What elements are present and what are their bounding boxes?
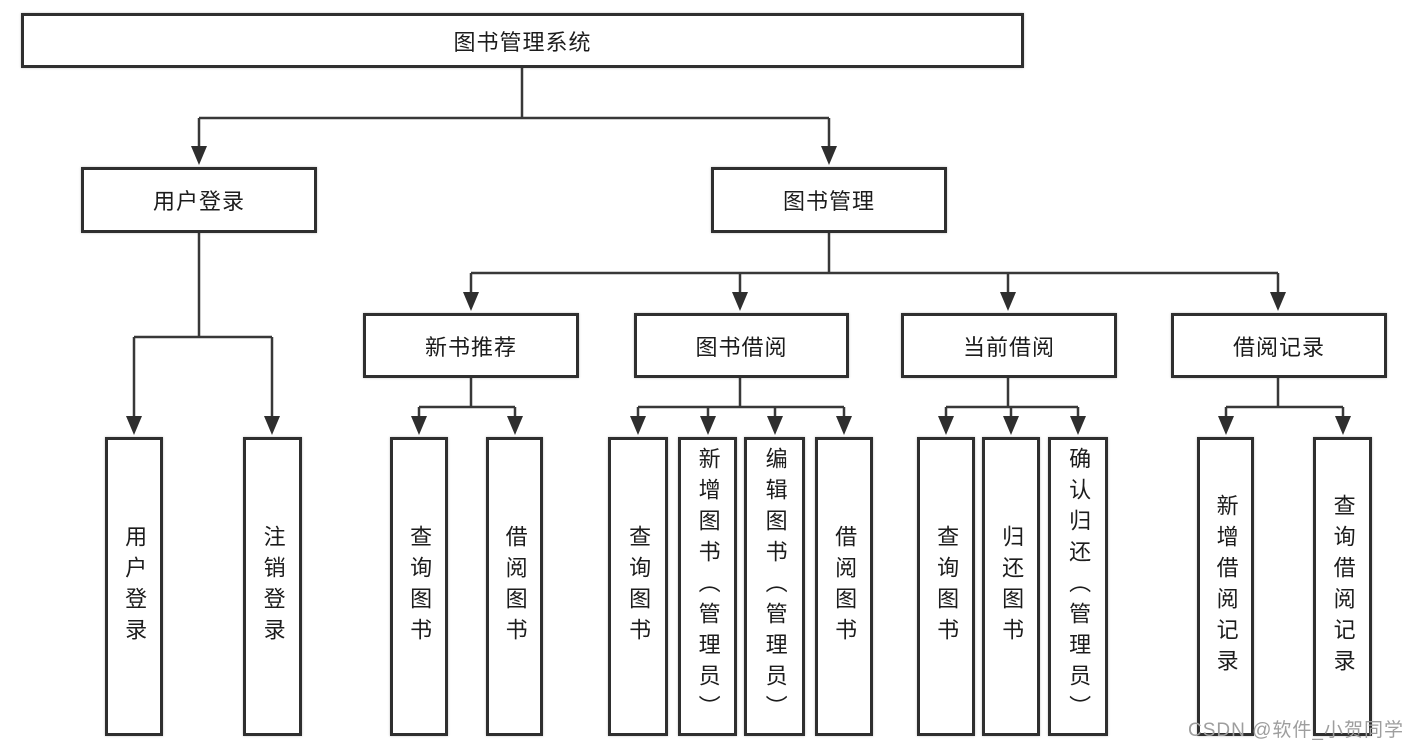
leaf-label: 查询图书 bbox=[626, 524, 652, 649]
leaf-borrow-books-recommend: 借阅图书 bbox=[486, 437, 543, 736]
arrow-down-icon bbox=[411, 416, 427, 435]
node-label: 图书管理系统 bbox=[453, 29, 592, 55]
node-current-borrowing: 当前借阅 bbox=[901, 313, 1117, 378]
arrow-down-icon bbox=[1003, 416, 1019, 435]
arrow-down-icon bbox=[1218, 416, 1234, 435]
node-book-management: 图书管理 bbox=[711, 167, 947, 233]
leaf-label: 查询图书 bbox=[934, 524, 960, 649]
node-user-login: 用户登录 bbox=[81, 167, 317, 233]
leaf-label: 查询借阅记录 bbox=[1330, 493, 1356, 680]
arrow-down-icon bbox=[1070, 416, 1086, 435]
leaf-query-books-recommend: 查询图书 bbox=[390, 437, 448, 736]
leaf-label: 用户登录 bbox=[122, 524, 148, 649]
arrow-down-icon bbox=[700, 416, 716, 435]
node-borrowing-records: 借阅记录 bbox=[1171, 313, 1387, 378]
arrow-down-icon bbox=[630, 416, 646, 435]
leaf-label: 新增借阅记录 bbox=[1213, 493, 1239, 680]
node-label: 新书推荐 bbox=[424, 334, 517, 360]
arrow-down-icon bbox=[1270, 292, 1286, 311]
arrow-down-icon bbox=[1335, 416, 1351, 435]
arrow-down-icon bbox=[463, 292, 479, 311]
leaf-add-borrow-record: 新增借阅记录 bbox=[1197, 437, 1254, 736]
leaf-add-books-admin: 新增图书（管理员） bbox=[678, 437, 737, 736]
leaf-query-books-borrowing: 查询图书 bbox=[608, 437, 668, 736]
arrow-down-icon bbox=[767, 416, 783, 435]
arrow-down-icon bbox=[264, 416, 280, 435]
node-library-management-system: 图书管理系统 bbox=[21, 13, 1024, 68]
node-label: 用户登录 bbox=[152, 189, 245, 214]
leaf-user-login: 用户登录 bbox=[105, 437, 163, 736]
leaf-borrow-books-borrowing: 借阅图书 bbox=[815, 437, 873, 736]
node-book-borrowing: 图书借阅 bbox=[634, 313, 849, 378]
arrow-down-icon bbox=[836, 416, 852, 435]
arrow-down-icon bbox=[126, 416, 142, 435]
leaf-label: 编辑图书（管理员） bbox=[762, 447, 788, 726]
arrow-down-icon bbox=[938, 416, 954, 435]
leaf-label: 确认归还（管理员） bbox=[1066, 447, 1092, 726]
leaf-confirm-return-admin: 确认归还（管理员） bbox=[1048, 437, 1108, 736]
leaf-query-books-current: 查询图书 bbox=[917, 437, 975, 736]
node-label: 借阅记录 bbox=[1232, 334, 1325, 360]
leaf-logout-login: 注销登录 bbox=[243, 437, 302, 736]
node-label: 图书管理 bbox=[782, 189, 875, 214]
leaf-label: 借阅图书 bbox=[502, 524, 528, 649]
leaf-label: 新增图书（管理员） bbox=[695, 447, 721, 726]
arrow-down-icon bbox=[191, 146, 207, 165]
leaf-label: 借阅图书 bbox=[832, 524, 858, 649]
arrowheads bbox=[126, 146, 1351, 435]
watermark-csdn: CSDN @软件_小贺同学 bbox=[1188, 720, 1404, 741]
leaf-label: 归还图书 bbox=[999, 524, 1025, 649]
node-label: 当前借阅 bbox=[962, 334, 1055, 360]
leaf-return-books: 归还图书 bbox=[982, 437, 1040, 736]
node-new-book-recommend: 新书推荐 bbox=[363, 313, 579, 378]
leaf-query-borrow-record: 查询借阅记录 bbox=[1313, 437, 1372, 736]
connector-lines bbox=[132, 68, 1345, 418]
arrow-down-icon bbox=[507, 416, 523, 435]
leaf-label: 注销登录 bbox=[260, 524, 286, 649]
leaf-edit-books-admin: 编辑图书（管理员） bbox=[744, 437, 805, 736]
leaf-label: 查询图书 bbox=[407, 524, 433, 649]
arrow-down-icon bbox=[732, 292, 748, 311]
arrow-down-icon bbox=[821, 146, 837, 165]
node-label: 图书借阅 bbox=[695, 334, 788, 360]
arrow-down-icon bbox=[1000, 292, 1016, 311]
